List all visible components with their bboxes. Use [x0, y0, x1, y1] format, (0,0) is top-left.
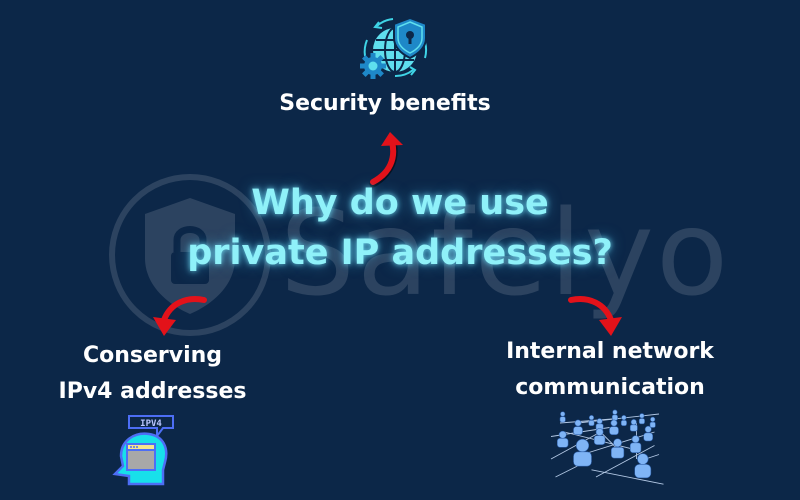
arrow-down-left-icon — [153, 296, 207, 336]
ipv4-bubble-text: IPV4 — [140, 419, 162, 429]
shield-lock-circle-icon — [109, 174, 271, 336]
branch-label-conserving: Conserving IPv4 addresses — [20, 338, 285, 410]
branch-label-line: Conserving — [82, 343, 223, 368]
globe-shield-gear-icon — [360, 16, 428, 79]
branch-label-security: Security benefits — [230, 86, 540, 122]
branch-label-internal: Internal network communication — [460, 334, 760, 406]
diagram-title: Why do we use private IP addresses? — [0, 178, 800, 278]
head-ipv4-bubble-icon: IPV4 — [112, 415, 174, 486]
watermark: Safelyo — [105, 170, 728, 340]
arrow-down-right-icon — [568, 296, 622, 336]
branch-label-line: Security benefits — [279, 91, 491, 116]
branch-label-line: IPv4 addresses — [58, 379, 247, 404]
people-network-icon — [550, 409, 664, 485]
title-line-1: Why do we use — [251, 183, 549, 223]
watermark-text: Safelyo — [280, 184, 731, 322]
arrow-up-icon — [369, 132, 403, 188]
title-line-2: private IP addresses? — [187, 233, 613, 273]
branch-label-line: Internal network — [506, 339, 714, 364]
branch-label-line: communication — [515, 375, 705, 400]
